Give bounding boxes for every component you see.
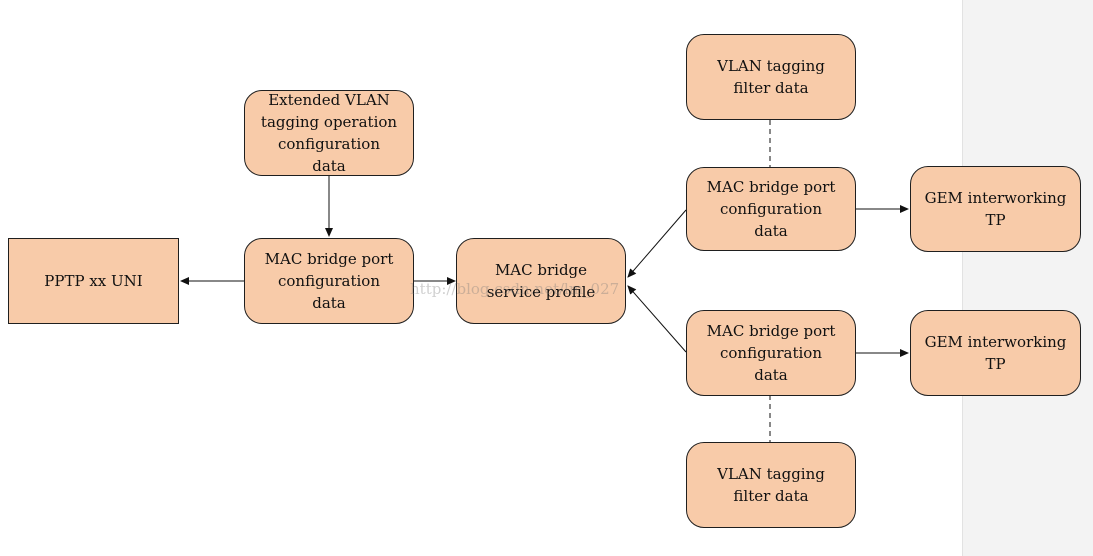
extended-vlan-config-node: Extended VLAN tagging operation configur…: [244, 90, 414, 176]
vlan-filter-top-node: VLAN tagging filter data: [686, 34, 856, 120]
mac-bridge-port-left-node: MAC bridge port configuration data: [244, 238, 414, 324]
gem-interworking-upper-node: GEM interworking TP: [910, 166, 1081, 252]
right-side-panel: [962, 0, 1093, 556]
vlan-filter-bottom-node: VLAN tagging filter data: [686, 442, 856, 528]
mac-bridge-service-profile-node: MAC bridge service profile: [456, 238, 626, 324]
pptp-uni-node: PPTP xx UNI: [8, 238, 179, 324]
gem-interworking-lower-node: GEM interworking TP: [910, 310, 1081, 396]
mac-bridge-port-lower-node: MAC bridge port configuration data: [686, 310, 856, 396]
arrow-upper-port-to-service-profile: [627, 209, 687, 278]
mac-bridge-port-upper-node: MAC bridge port configuration data: [686, 167, 856, 251]
arrow-lower-port-to-service-profile: [627, 285, 687, 353]
